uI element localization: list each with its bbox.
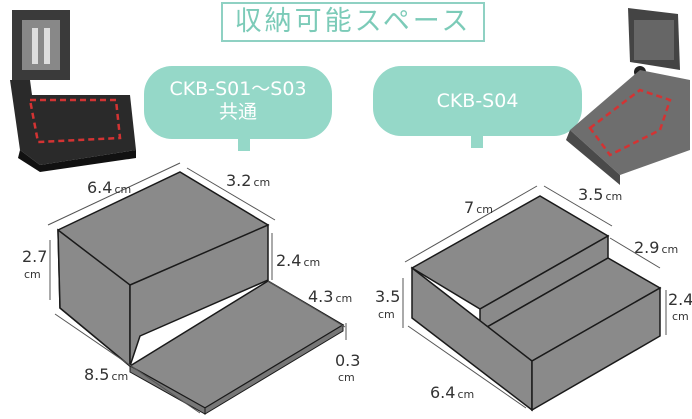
right-step-height-label: 2.4 xyxy=(668,290,692,309)
model-name-right: CKB-S04 xyxy=(436,90,519,112)
model-label-left: CKB-S01〜S03 共通 xyxy=(144,66,332,151)
right-height-unit: cm xyxy=(378,308,395,321)
left-height-unit: cm xyxy=(24,268,41,281)
left-base-thickness-unit: cm xyxy=(338,371,355,384)
model-label-right: CKB-S04 xyxy=(373,66,582,148)
product-photo-left xyxy=(10,10,136,172)
left-height-label: 2.7 xyxy=(22,247,47,266)
bubble-tail-left xyxy=(238,139,250,151)
model-name-left: CKB-S01〜S03 xyxy=(169,78,307,100)
right-step-height-unit: cm xyxy=(672,310,689,323)
product-photo-right xyxy=(566,8,690,185)
model-note-left: 共通 xyxy=(218,101,257,123)
right-storage-block xyxy=(410,195,662,412)
left-dimension-lines xyxy=(47,162,347,414)
bubble-tail-right xyxy=(471,136,483,148)
right-height-label: 3.5 xyxy=(375,287,400,306)
left-base-thickness-label: 0.3 xyxy=(335,351,360,370)
right-dimension-lines xyxy=(402,185,667,409)
left-storage-block xyxy=(57,171,345,415)
page-title: 収納可能スペース xyxy=(221,2,485,42)
